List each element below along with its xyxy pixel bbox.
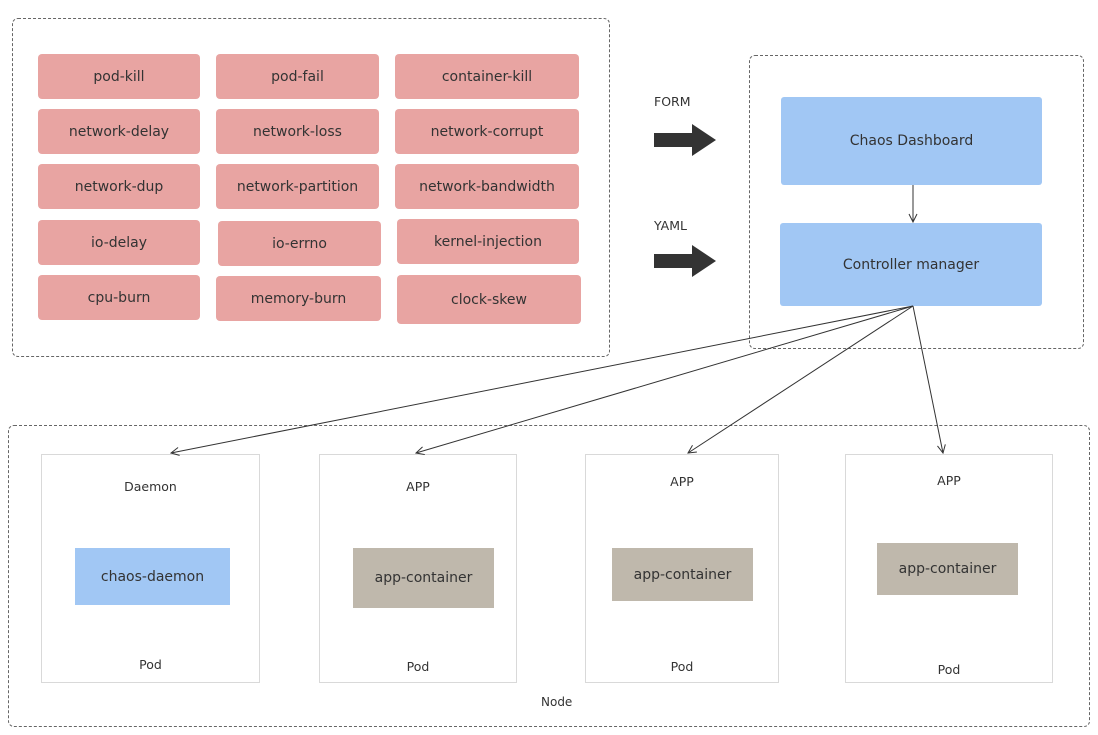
chaos-type-clock-skew: clock-skew xyxy=(397,275,581,324)
chaos-daemon-container: chaos-daemon xyxy=(75,548,230,605)
chaos-type-pod-fail: pod-fail xyxy=(216,54,379,99)
control-plane-group xyxy=(749,55,1084,349)
chaos-type-network-dup: network-dup xyxy=(38,164,200,209)
chaos-type-cpu-burn: cpu-burn xyxy=(38,275,200,320)
app-pod-3: APP app-container Pod xyxy=(845,454,1053,683)
chaos-dashboard-box: Chaos Dashboard xyxy=(781,97,1042,185)
chaos-type-network-bandwidth: network-bandwidth xyxy=(395,164,579,209)
chaos-type-network-corrupt: network-corrupt xyxy=(395,109,579,154)
controller-to-app1-arrow xyxy=(416,305,914,453)
pod-footer: Pod xyxy=(670,659,694,674)
chaos-types-group xyxy=(12,18,610,357)
controller-to-app3-arrow xyxy=(912,305,943,453)
app-container: app-container xyxy=(353,548,494,608)
node-group xyxy=(8,425,1090,727)
pod-header: APP xyxy=(937,473,961,488)
controller-to-daemon-arrow xyxy=(171,305,914,453)
app-pod-1: APP app-container Pod xyxy=(319,454,517,683)
pod-footer: Pod xyxy=(139,657,162,672)
app-container: app-container xyxy=(612,548,753,601)
form-label: FORM xyxy=(654,94,691,109)
chaos-type-io-errno: io-errno xyxy=(218,221,381,266)
pod-header: Daemon xyxy=(124,479,177,494)
pod-header: APP xyxy=(406,479,430,494)
chaos-type-io-delay: io-delay xyxy=(38,220,200,265)
app-container: app-container xyxy=(877,543,1018,595)
pod-header: APP xyxy=(670,474,694,489)
chaos-type-network-delay: network-delay xyxy=(38,109,200,154)
form-arrow xyxy=(654,124,716,156)
yaml-label: YAML xyxy=(654,218,687,233)
chaos-type-memory-burn: memory-burn xyxy=(216,276,381,321)
daemon-pod: Daemon chaos-daemon Pod xyxy=(41,454,260,683)
chaos-type-network-partition: network-partition xyxy=(216,164,379,209)
controller-manager-box: Controller manager xyxy=(780,223,1042,306)
controller-to-app2-arrow xyxy=(688,305,914,453)
app-pod-2: APP app-container Pod xyxy=(585,454,779,683)
pod-footer: Pod xyxy=(406,659,430,674)
chaos-type-kernel-injection: kernel-injection xyxy=(397,219,579,264)
yaml-arrow xyxy=(654,245,716,277)
chaos-type-pod-kill: pod-kill xyxy=(38,54,200,99)
chaos-type-container-kill: container-kill xyxy=(395,54,579,99)
pod-footer: Pod xyxy=(937,662,961,677)
node-label: Node xyxy=(541,695,573,709)
chaos-type-network-loss: network-loss xyxy=(216,109,379,154)
